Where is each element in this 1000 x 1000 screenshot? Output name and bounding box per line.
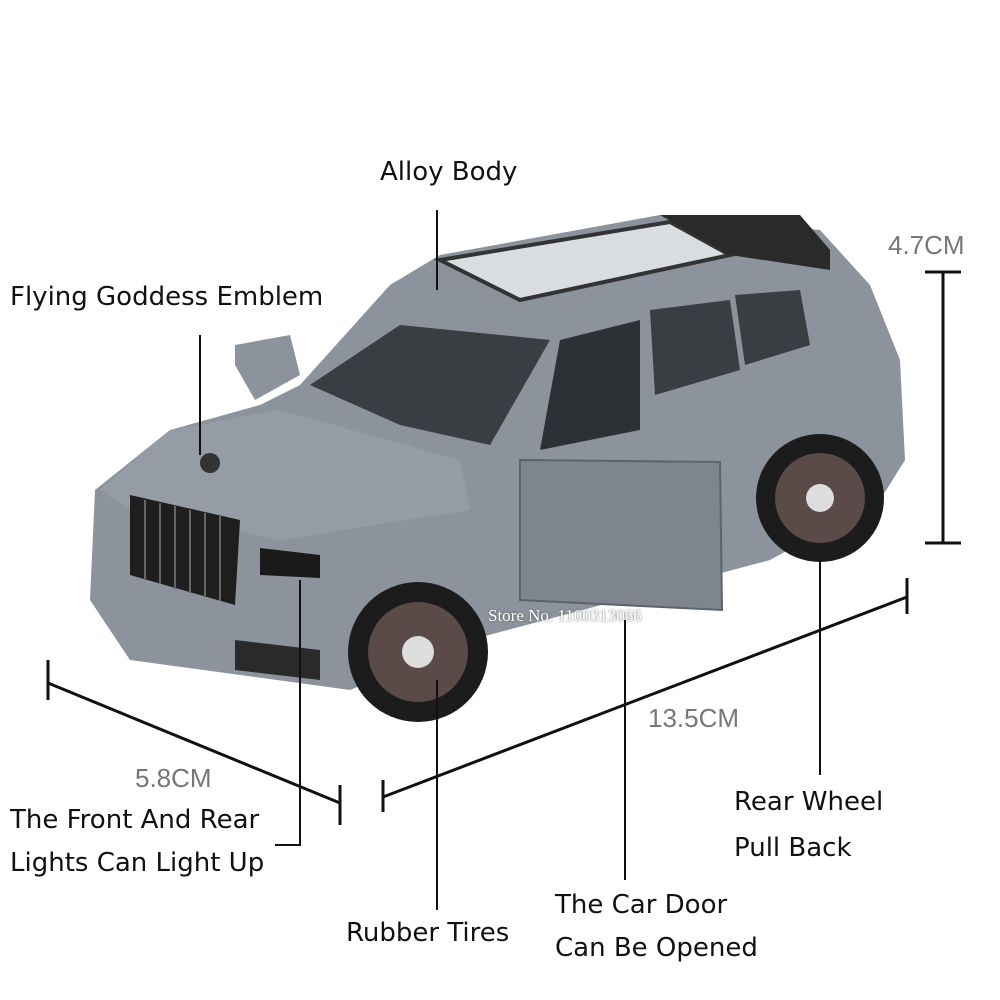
store-watermark: Store No. 1100313066 [488,606,642,625]
dimension-width: 5.8CM [135,763,212,793]
dimension-height: 4.7CM [888,230,965,260]
label-alloy-body: Alloy Body [380,157,518,187]
label-rear-wheel-2: Pull Back [734,833,852,863]
label-door-1: The Car Door [555,890,728,920]
dimension-lines [46,270,961,825]
label-lights-1: The Front And Rear [10,805,260,835]
callout-lines [199,210,821,910]
label-door-2: Can Be Opened [555,933,758,963]
dimension-length: 13.5CM [648,703,740,733]
label-lights-2: Lights Can Light Up [10,848,265,878]
label-tires: Rubber Tires [346,918,510,948]
label-rear-wheel-1: Rear Wheel [734,787,884,817]
car-model [90,215,905,722]
label-emblem: Flying Goddess Emblem [10,282,324,312]
